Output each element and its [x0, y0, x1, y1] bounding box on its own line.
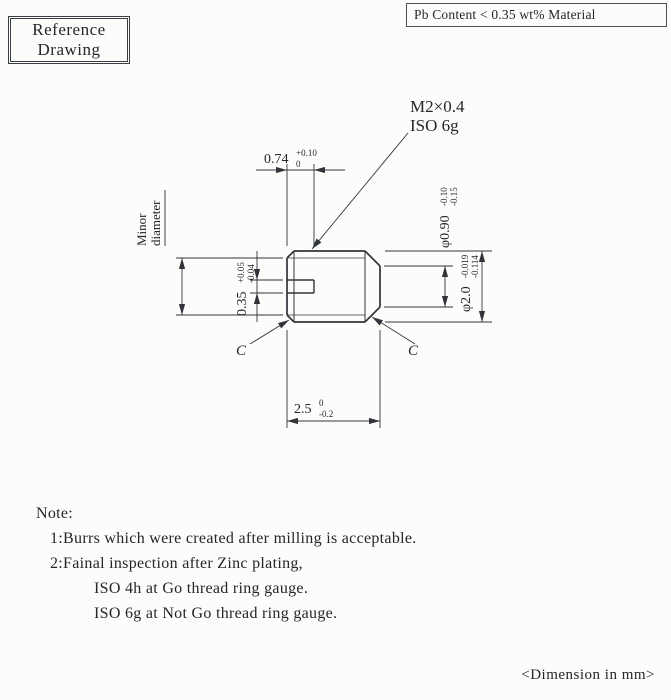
- leader-chamfer-right: [371, 316, 416, 345]
- chamfer-bottom-left: [286, 314, 295, 323]
- notes-title: Note:: [36, 505, 74, 522]
- chamfer-label-left: C: [236, 343, 247, 359]
- chamfer-bottom-right: [364, 306, 381, 323]
- length-tol-upper: 0: [319, 398, 324, 408]
- leader-chamfer-left: [249, 319, 290, 345]
- major-diameter-dimension-text: φ2.0 -0.019 -0.114: [459, 254, 480, 312]
- slot-width-dimension-text: 0.35 +0.05 -0.04: [235, 262, 256, 316]
- minor-diameter-lines: [287, 257, 365, 316]
- point-diameter-tol-lower: -0.15: [449, 187, 459, 206]
- dimension-unit-note: <Dimension in mm>: [521, 667, 655, 683]
- screw-outline: [286, 250, 381, 323]
- note-line-3: ISO 4h at Go thread ring gauge.: [94, 580, 309, 597]
- slot-depth-value: 0.74: [264, 152, 289, 167]
- slot-width-value: 0.35: [235, 292, 250, 317]
- material-note-text: Pb Content < 0.35 wt% Material: [414, 7, 596, 22]
- length-value: 2.5: [294, 402, 312, 417]
- point-diameter-tol-upper: -0.10: [439, 187, 449, 206]
- slot-depth-tol-upper: +0.10: [296, 148, 317, 158]
- major-diameter-tol-upper: -0.019: [460, 254, 470, 278]
- chamfer-label-right: C: [408, 343, 419, 359]
- reference-box-line2: Drawing: [37, 40, 101, 59]
- notes-block: Note: 1:Burrs which were created after m…: [36, 501, 417, 626]
- material-note-box: Pb Content < 0.35 wt% Material: [406, 3, 667, 27]
- minor-diameter-label-line2: diameter: [148, 200, 163, 246]
- reference-drawing-box: Reference Drawing: [8, 16, 130, 64]
- svg-text:Minor: Minor: [134, 213, 149, 246]
- slot-depth-tol-lower: 0: [296, 159, 301, 169]
- minor-diameter-label-line1: Minor: [134, 213, 149, 246]
- slot-width-tol-lower: -0.04: [246, 264, 256, 283]
- chamfer-edge-lines: [293, 251, 366, 322]
- chamfer-top-left: [286, 250, 295, 259]
- slot-width-tol-upper: +0.05: [236, 262, 246, 283]
- dimension-lines: [164, 132, 492, 428]
- svg-text:diameter: diameter: [148, 200, 163, 246]
- note-line-4: ISO 6g at Not Go thread ring gauge.: [94, 605, 338, 622]
- major-diameter-tol-lower: -0.114: [470, 255, 480, 278]
- point-diameter-value: φ0.90: [438, 215, 453, 248]
- leader-thread-callout: [311, 132, 409, 250]
- thread-class-label: ISO 6g: [410, 116, 459, 135]
- major-diameter-value: φ2.0: [459, 286, 474, 312]
- reference-box-line1: Reference: [32, 20, 106, 39]
- point-diameter-dimension-text: φ0.90 -0.10 -0.15: [438, 187, 459, 248]
- note-line-1: 1:Burrs which were created after milling…: [50, 530, 417, 547]
- note-line-2: 2:Fainal inspection after Zinc plating,: [50, 555, 303, 572]
- screw-slot: [287, 279, 315, 294]
- thread-spec-label: M2×0.4: [410, 97, 465, 116]
- length-tol-lower: -0.2: [319, 409, 333, 419]
- chamfer-top-right: [364, 250, 381, 267]
